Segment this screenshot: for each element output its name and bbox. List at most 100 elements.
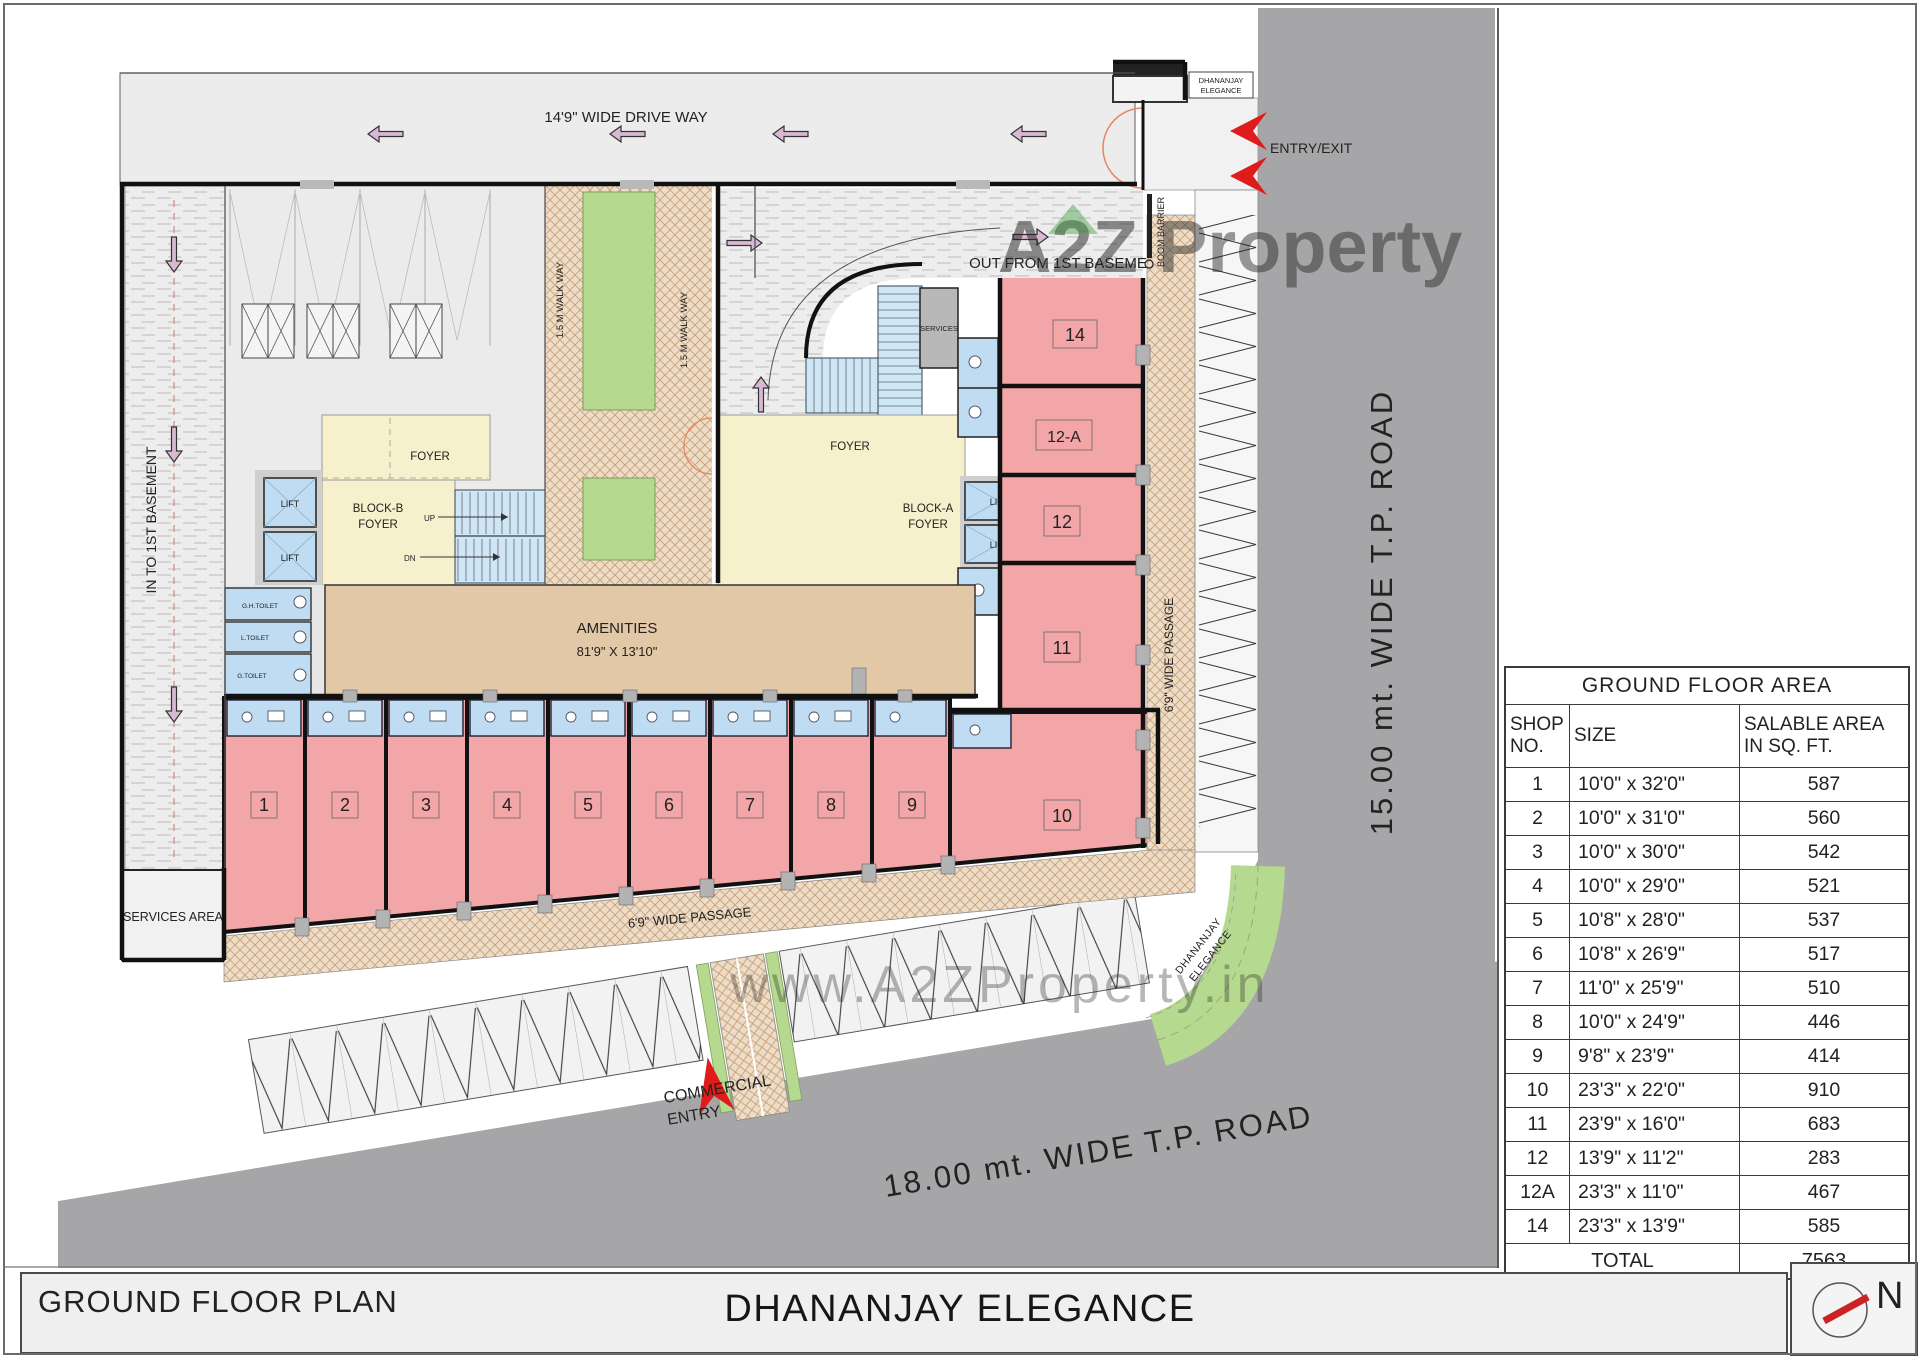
- cell-size: 11'0" x 25'9": [1570, 972, 1740, 1005]
- walkway-label-right: 1.5 M WALK WAY: [679, 291, 690, 368]
- title-bar: GROUND FLOOR PLAN: [20, 1272, 1788, 1354]
- cell-area: 510: [1807, 977, 1841, 999]
- shop-label-12a: 12-A: [1047, 429, 1081, 446]
- amenities-size-label: 81'9" X 13'10": [577, 644, 658, 659]
- parking-row-right: [778, 891, 1150, 1043]
- shop-label-3: 3: [421, 795, 431, 815]
- project-tag-box: [1188, 71, 1254, 99]
- stair-b-up-label: UP: [424, 514, 435, 523]
- cell-no: 12A: [1506, 1176, 1570, 1209]
- watermark-url: www.A2ZProperty.in: [729, 956, 1269, 1014]
- col-size: SIZE: [1570, 705, 1740, 767]
- cell-size: 10'8" x 28'0": [1570, 904, 1740, 937]
- cell-size: 10'0" x 30'0": [1570, 836, 1740, 869]
- cell-size: 10'0" x 31'0": [1570, 802, 1740, 835]
- drive-way: 14'9" WIDE DRIVE WAY: [119, 72, 1136, 185]
- tp-road-right: 15.00 mt. WIDE T.P. ROAD: [1060, 8, 1495, 1266]
- watermark: A2Z Property www.A2ZProperty.in: [729, 204, 1462, 1014]
- cell-no: 5: [1506, 904, 1570, 937]
- amenities-area: AMENITIES 81'9" X 13'10": [324, 584, 976, 699]
- out-basement-label: OUT FROM 1ST BASEMENT: [969, 255, 1167, 272]
- gh-toilet-label: G.H.TOILET: [242, 603, 278, 610]
- cell-size: 10'0" x 32'0": [1570, 768, 1740, 801]
- l-toilet-label: L.TOILET: [241, 635, 269, 642]
- block-a-label-1: BLOCK-A: [903, 503, 954, 515]
- cell-size: 23'3" x 11'0": [1570, 1176, 1740, 1209]
- shop-label-10: 10: [1052, 806, 1072, 826]
- compass: N: [1790, 1262, 1918, 1356]
- parking-row-left: [247, 965, 704, 1134]
- entry-exit-label: ENTRY/EXIT: [1270, 140, 1353, 156]
- cell-no: 9: [1506, 1040, 1570, 1073]
- cell-no: 10: [1506, 1074, 1570, 1107]
- walkway-label-left: 1.5 M WALK WAY: [555, 261, 566, 338]
- block-a-stairs: DN: [804, 262, 923, 430]
- cell-no: 1: [1506, 768, 1570, 801]
- tp-road-bottom: [58, 876, 1497, 1268]
- basement-ramp: IN TO 1ST BASEMENT: [124, 185, 226, 871]
- cell-area: 414: [1807, 1045, 1841, 1067]
- shop-label-1: 1: [259, 795, 269, 815]
- lift-b2-label: LIFT: [281, 553, 300, 563]
- cell-size: 23'3" x 13'9": [1570, 1210, 1740, 1243]
- foyer-a-label: FOYER: [830, 441, 870, 453]
- green-lawn-1: [582, 191, 656, 411]
- cell-size: 23'3" x 22'0": [1570, 1074, 1740, 1107]
- col-salable-area: SALABLE AREA IN SQ. FT.: [1744, 714, 1884, 757]
- cell-area: 517: [1807, 943, 1841, 965]
- shop-number-labels: 1 2 3 4 5 6 7 8 9 10 11 12 12-A 14: [250, 319, 1098, 831]
- total-label: TOTAL: [1506, 1244, 1740, 1278]
- cell-area: 283: [1807, 1147, 1841, 1169]
- block-b-lifts: LIFT LIFT: [255, 470, 322, 585]
- block-b-foyer: FOYER BLOCK-B FOYER: [321, 414, 491, 586]
- passages: 6'9" WIDE PASSAGE 6'9" WIDE PASSAGE: [223, 214, 1196, 983]
- g-toilet-label: G.TOILET: [237, 673, 267, 680]
- watermark-brand2: Property: [1158, 205, 1462, 288]
- entry-gate: DHANANJAY ELEGANCE BOOM BARRIER ENTRY/EX…: [1102, 62, 1353, 269]
- commercial-entry-arrow-icon: [699, 1057, 735, 1116]
- basement-out-area: OUT FROM 1ST BASEMENT: [718, 188, 1167, 415]
- col-shop-no: SHOP NO.: [1506, 705, 1570, 767]
- shop-label-7: 7: [745, 795, 755, 815]
- shop-label-6: 6: [664, 795, 674, 815]
- boom-barrier-icon: [1147, 194, 1152, 258]
- shop-label-14: 14: [1065, 325, 1085, 345]
- shop-row-bottom: [222, 696, 1160, 935]
- project-tag-line2: ELEGANCE: [1201, 86, 1242, 95]
- bottom-road-band: 18.00 mt. WIDE T.P. ROAD COMMERCIAL ENTR…: [58, 876, 1497, 1268]
- shop-label-2: 2: [340, 795, 350, 815]
- cell-size: 13'9" x 11'2": [1570, 1142, 1740, 1175]
- cell-size: 10'8" x 26'9": [1570, 938, 1740, 971]
- cell-area: 467: [1807, 1181, 1841, 1203]
- green-lawn-2: [582, 477, 656, 561]
- cell-no: 8: [1506, 1006, 1570, 1039]
- block-b-stairs: UP DN: [404, 489, 546, 584]
- columns: [294, 344, 1151, 937]
- shop-column-right: [1000, 278, 1143, 712]
- cell-no: 6: [1506, 938, 1570, 971]
- drive-way-label: 14'9" WIDE DRIVE WAY: [544, 109, 707, 126]
- green-strip-right: [764, 951, 803, 1102]
- green-strip-left: [695, 962, 734, 1114]
- cell-no: 7: [1506, 972, 1570, 1005]
- passage-right-label: 6'9" WIDE PASSAGE: [1162, 598, 1176, 712]
- shop-label-4: 4: [502, 795, 512, 815]
- foyer-b-label: FOYER: [410, 451, 450, 463]
- stair-b-dn-label: DN: [404, 554, 416, 563]
- shop-label-12: 12: [1052, 512, 1072, 532]
- area-table-panel: GROUND FLOOR AREA SHOP NO. SIZE SALABLE …: [1497, 8, 1914, 1280]
- services-room: SERVICES: [919, 287, 959, 369]
- block-a-label-2: FOYER: [908, 519, 948, 531]
- cell-size: 10'0" x 24'9": [1570, 1006, 1740, 1039]
- cell-no: 3: [1506, 836, 1570, 869]
- cell-no: 2: [1506, 802, 1570, 835]
- cell-area: 683: [1807, 1113, 1841, 1135]
